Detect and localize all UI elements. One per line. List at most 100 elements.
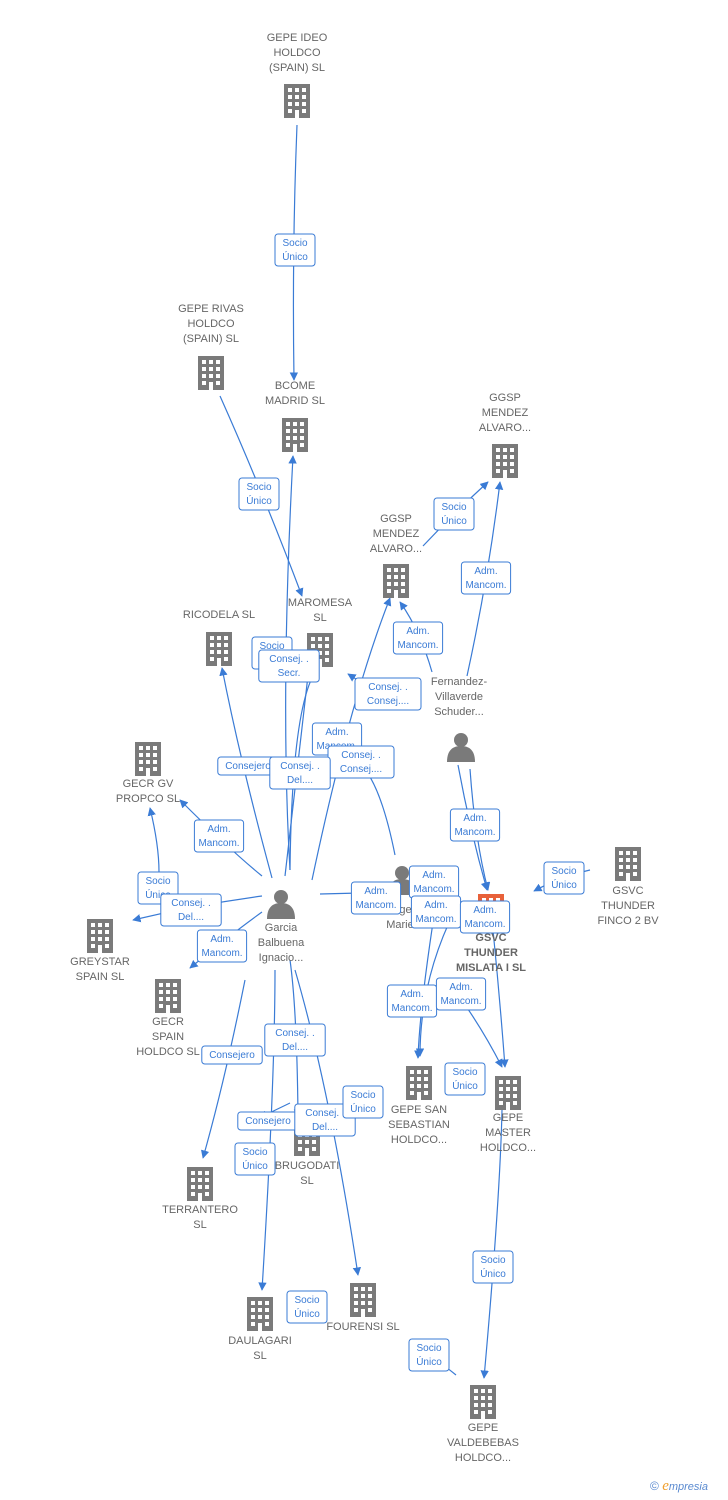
relation-label-text: Único — [441, 514, 467, 527]
relation-label-box — [274, 233, 316, 267]
relation-label-e24[interactable]: Adm.Mancom. — [459, 900, 511, 934]
building-icon — [495, 1076, 521, 1110]
relation-label-text: Socio — [145, 876, 170, 887]
relation-label-text: Consejero — [225, 761, 271, 772]
relation-label-e18[interactable]: Adm.Mancom. — [350, 881, 402, 915]
edge-e32 — [480, 1109, 503, 1379]
relation-label-text: Adm. — [325, 727, 348, 738]
building-icon — [87, 919, 113, 953]
node-label: GECR — [152, 1016, 184, 1028]
node-label: MENDEZ — [482, 407, 529, 419]
node-label: GGSP — [489, 392, 521, 404]
relation-label-text: Consejero — [209, 1050, 255, 1061]
relation-label-e4[interactable]: Adm.Mancom. — [460, 561, 512, 595]
node-label: GEPE — [468, 1422, 499, 1434]
building-icon — [492, 444, 518, 478]
node-label: GEPE SAN — [391, 1104, 447, 1116]
building-icon — [206, 632, 232, 666]
relation-label-text: Mancom. — [440, 996, 481, 1007]
relation-label-box — [543, 861, 585, 895]
relation-label-e11[interactable]: Consejero — [217, 756, 279, 776]
node-label: GREYSTAR — [70, 956, 130, 968]
node-gepe-master[interactable]: GEPEMASTERHOLDCO... — [480, 1076, 536, 1154]
relation-label-e7[interactable]: Consej. .Secr. — [258, 649, 320, 683]
relation-label-text: Socio — [416, 1343, 441, 1354]
relation-label-text: Secr. — [278, 668, 301, 679]
relation-label-e28[interactable]: Consejero — [237, 1111, 299, 1131]
relation-label-text: Mancom. — [391, 1003, 432, 1014]
relation-label-e26[interactable]: Consej. .Del.... — [264, 1023, 326, 1057]
relation-label-text: Socio — [441, 502, 466, 513]
node-label: THUNDER — [601, 900, 655, 912]
relation-label-box — [444, 1062, 486, 1096]
relation-label-e14[interactable]: Adm.Mancom. — [449, 808, 501, 842]
node-label: Marie — [386, 919, 414, 931]
building-icon — [155, 979, 181, 1013]
relation-label-box — [258, 649, 320, 683]
node-gepe-sebastian[interactable]: GEPE SANSEBASTIANHOLDCO... — [388, 1066, 450, 1146]
node-gepe-valdebebas[interactable]: GEPEVALDEBEBASHOLDCO... — [447, 1385, 519, 1464]
relation-label-e23[interactable]: Adm.Mancom. — [435, 977, 487, 1011]
relation-label-e12[interactable]: Consej. .Del.... — [269, 756, 331, 790]
relation-label-e8[interactable]: Consej. .Consej.... — [354, 677, 422, 711]
relation-label-e10[interactable]: Consej. .Consej.... — [327, 745, 395, 779]
relation-label-e22[interactable]: Adm.Mancom. — [386, 984, 438, 1018]
relation-label-e19[interactable]: Adm.Mancom. — [408, 865, 460, 899]
relation-label-e17[interactable]: Consej. .Del.... — [160, 893, 222, 927]
building-icon — [470, 1385, 496, 1419]
relation-label-e21[interactable]: Adm.Mancom. — [196, 929, 248, 963]
relation-label-text: Mancom. — [198, 838, 239, 849]
relation-label-e27[interactable]: Consejero — [201, 1045, 263, 1065]
relation-label-text: Consejero — [245, 1116, 291, 1127]
relation-label-text: Adm. — [406, 626, 429, 637]
building-icon — [247, 1297, 273, 1331]
building-icon — [350, 1283, 376, 1317]
node-label: HOLDCO SL — [136, 1046, 200, 1058]
relation-label-e30[interactable]: Consej. .Del.... — [294, 1103, 356, 1137]
relation-label-text: Consej. . — [280, 761, 319, 772]
relation-label-box — [354, 677, 422, 711]
node-garcia[interactable]: GarciaBalbuenaIgnacio... — [258, 890, 305, 964]
relation-label-box — [160, 893, 222, 927]
node-fernandez[interactable]: Fernandez-VillaverdeSchuder... — [431, 676, 488, 762]
relation-label-box — [392, 621, 444, 655]
node-ggsp-mid[interactable]: GGSPMENDEZALVARO... — [370, 513, 422, 598]
person-icon — [267, 890, 295, 919]
edge-e24 — [492, 929, 509, 1068]
copyright-symbol: © — [650, 1479, 659, 1493]
relation-label-text: Adm. — [474, 566, 497, 577]
edge-e9 — [311, 597, 392, 881]
relation-label-e13[interactable]: Adm.Mancom. — [193, 819, 245, 853]
node-fourensi[interactable]: FOURENSI SL — [326, 1283, 400, 1333]
node-label: MENDEZ — [373, 528, 420, 540]
brand-logo-initial: e — [662, 1478, 669, 1494]
relation-label-e20[interactable]: Adm.Mancom. — [410, 895, 462, 929]
node-ricodela[interactable]: RICODELA SL — [183, 609, 255, 666]
relation-label-e5[interactable]: Adm.Mancom. — [392, 621, 444, 655]
relation-label-text: Adm. — [463, 813, 486, 824]
node-ggsp-top[interactable]: GGSPMENDEZALVARO... — [479, 392, 531, 478]
relation-label-box — [234, 1142, 276, 1176]
